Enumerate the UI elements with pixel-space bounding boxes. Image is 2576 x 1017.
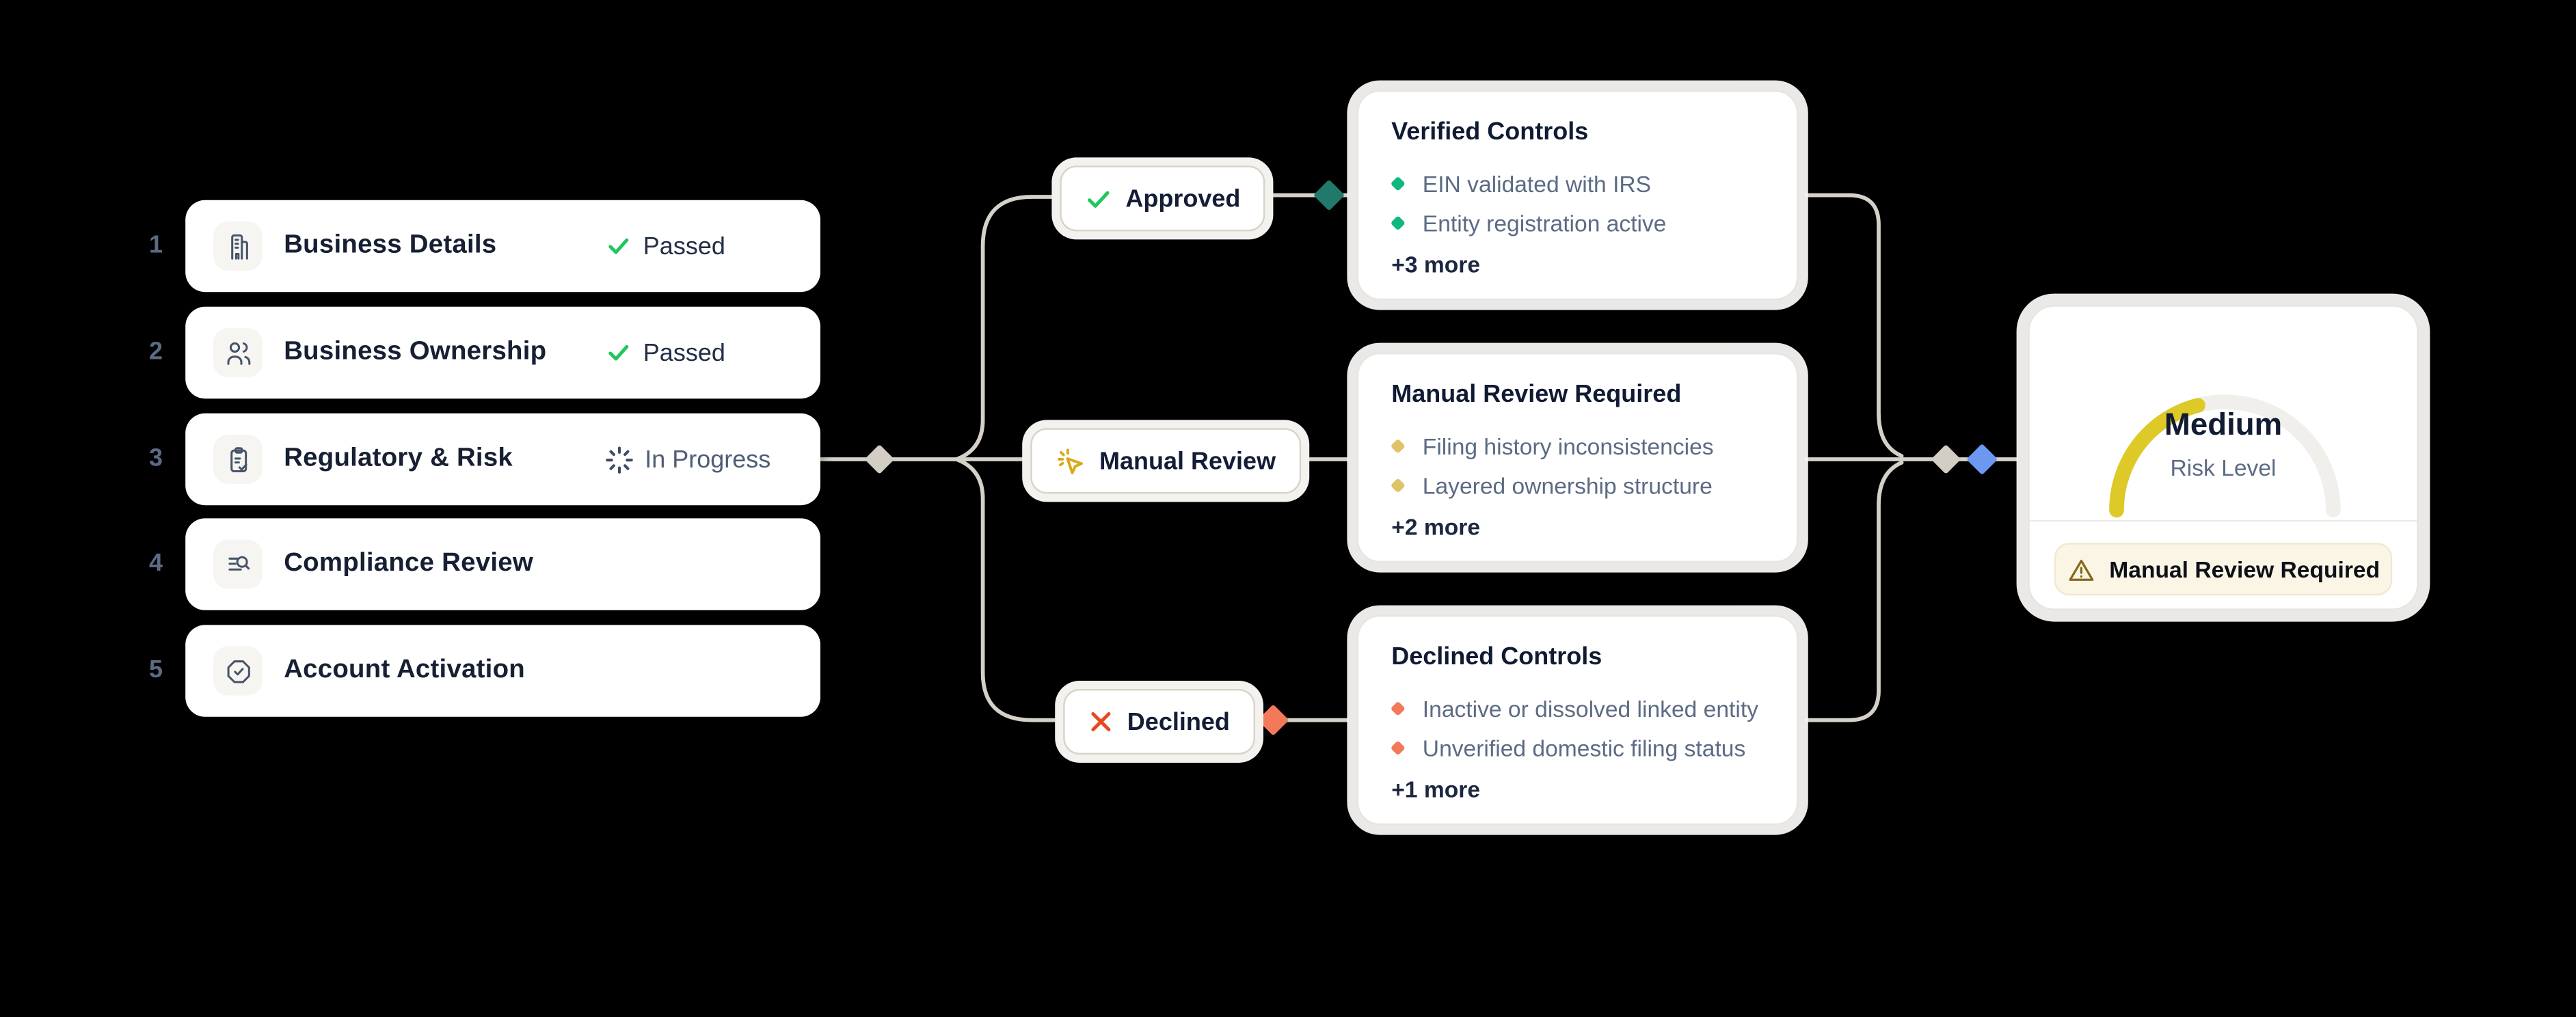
warning-triangle-icon <box>2068 558 2093 580</box>
branch-declined-button[interactable]: Declined <box>1063 689 1255 755</box>
list-item: EIN validated with IRS <box>1390 164 1764 204</box>
diamond-bullet <box>1390 740 1406 756</box>
branch-label: Manual Review <box>1099 447 1276 475</box>
step-status-passed: Passed <box>606 307 725 398</box>
diamond-bullet <box>1390 478 1406 493</box>
declined-diamond-marker <box>1258 705 1289 735</box>
step-card-regulatory-risk[interactable]: Regulatory & Risk In Progress <box>185 413 820 506</box>
step-title: Compliance Review <box>284 550 533 578</box>
declined-controls-card[interactable]: Declined Controls Inactive or dissolved … <box>1356 615 1799 826</box>
step-number: 3 <box>148 444 163 473</box>
check-icon <box>608 238 629 254</box>
step-card-compliance-review[interactable]: Compliance Review <box>185 518 820 610</box>
manual-review-required-card[interactable]: Manual Review Required Filing history in… <box>1356 353 1799 563</box>
risk-level-value: Medium <box>2164 408 2283 443</box>
risk-level-label: Risk Level <box>2170 454 2277 481</box>
building-icon <box>213 221 263 271</box>
step-number: 5 <box>148 656 163 684</box>
branch-manual-review-button[interactable]: Manual Review <box>1030 428 1301 494</box>
step-row-business-details: 1 Business Details Passed <box>141 200 823 293</box>
list-item: Inactive or dissolved linked entity <box>1390 689 1764 729</box>
branch-label: Approved <box>1125 185 1241 213</box>
check-icon <box>1088 190 1110 207</box>
step-card-business-details[interactable]: Business Details Passed <box>185 200 820 293</box>
clipboard-check-icon <box>213 435 263 484</box>
list-search-icon <box>213 539 263 589</box>
verified-controls-card[interactable]: Verified Controls EIN validated with IRS… <box>1356 90 1799 301</box>
check-icon <box>608 344 629 361</box>
more-items-label[interactable]: +2 more <box>1391 513 1481 540</box>
diamond-bullet <box>1390 701 1406 716</box>
step-title: Business Ownership <box>284 338 547 366</box>
list-item: Layered ownership structure <box>1390 466 1764 506</box>
risk-level-card[interactable]: Medium Risk Level Manual Review Required <box>2028 305 2419 610</box>
divider <box>2029 519 2417 522</box>
diamond-bullet <box>1390 215 1406 231</box>
neutral-diamond-marker <box>866 445 894 474</box>
more-items-label[interactable]: +3 more <box>1391 251 1481 277</box>
list-item: Unverified domestic filing status <box>1390 729 1764 768</box>
card-title: Verified Controls <box>1391 118 1589 146</box>
step-card-business-ownership[interactable]: Business Ownership Passed <box>185 306 820 399</box>
step-status-in-progress: In Progress <box>606 413 770 505</box>
step-number: 1 <box>148 231 163 260</box>
step-number: 4 <box>148 550 163 578</box>
step-row-business-ownership: 2 Business Ownership Passed <box>141 306 823 399</box>
step-row-regulatory-risk: 3 Regulatory & Risk In Progress <box>141 413 823 506</box>
step-title: Account Activation <box>284 656 525 684</box>
result-diamond-marker <box>1967 444 1997 474</box>
step-row-account-activation: 5 Account Activation <box>141 625 823 717</box>
manual-review-required-badge[interactable]: Manual Review Required <box>2054 543 2393 596</box>
approved-diamond-marker <box>1314 180 1344 211</box>
loader-icon <box>606 446 633 473</box>
step-status-passed: Passed <box>606 200 725 292</box>
more-items-label[interactable]: +1 more <box>1391 776 1481 802</box>
card-title: Declined Controls <box>1391 642 1602 671</box>
branch-approved-button[interactable]: Approved <box>1060 165 1265 232</box>
risk-gauge <box>2109 394 2341 518</box>
diamond-bullet <box>1390 438 1406 454</box>
step-card-account-activation[interactable]: Account Activation <box>185 625 820 717</box>
step-row-compliance-review: 4 Compliance Review <box>141 518 823 610</box>
users-icon <box>213 328 263 377</box>
badge-check-icon <box>213 646 263 696</box>
list-item: Filing history inconsistencies <box>1390 426 1764 466</box>
gauge-progress-arc <box>2109 398 2205 518</box>
cursor-click-icon <box>1058 448 1083 474</box>
x-icon <box>1091 711 1111 732</box>
card-title: Manual Review Required <box>1391 380 1682 409</box>
step-number: 2 <box>148 338 163 366</box>
neutral-diamond-marker <box>1932 445 1960 474</box>
diamond-bullet <box>1390 176 1406 191</box>
branch-label: Declined <box>1127 707 1230 736</box>
list-item: Entity registration active <box>1390 204 1764 243</box>
step-title: Business Details <box>284 231 497 260</box>
step-title: Regulatory & Risk <box>284 444 513 473</box>
